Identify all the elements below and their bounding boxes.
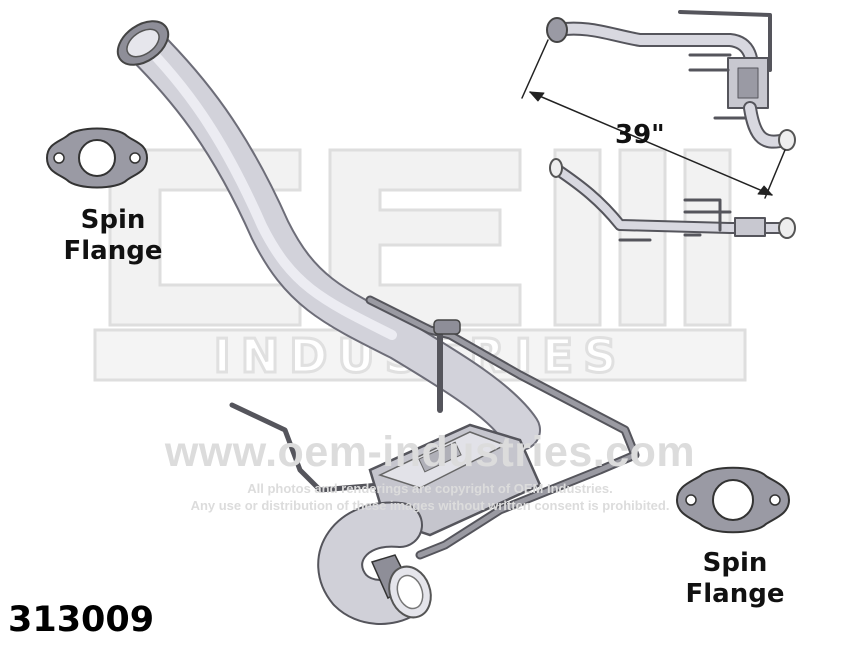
top-pipe-flange xyxy=(116,20,170,66)
spin-flange-label-bottom-line2: Flange xyxy=(685,579,785,609)
exhaust-pipe xyxy=(124,24,541,451)
inset-top-view-diagram xyxy=(521,10,796,242)
catalytic-converter xyxy=(368,423,542,537)
spin-flange-label-top: Spin Flange xyxy=(48,205,178,267)
svg-text:INDUSTRIES: INDUSTRIES xyxy=(214,329,627,383)
support-rods xyxy=(229,295,640,560)
spin-flange-label-bottom-line1: Spin xyxy=(702,548,768,578)
watermark-url: www.oem-industries.com xyxy=(164,428,696,476)
watermark-copyright-line2: Any use or distribution of these images … xyxy=(190,498,670,513)
spin-flange-top-icon xyxy=(45,127,149,189)
outlet-elbow xyxy=(317,501,432,625)
spin-flange-label-top-line1: Spin xyxy=(80,205,146,235)
spin-flange-label-bottom: Spin Flange xyxy=(670,548,800,610)
spin-flange-label-top-line2: Flange xyxy=(63,236,163,266)
dimension-label: 39" xyxy=(615,120,665,150)
spin-flange-bottom-icon xyxy=(675,466,791,534)
part-number: 313009 xyxy=(8,600,155,640)
watermark-copyright-line1: All photos and renderings are copyright … xyxy=(247,481,613,496)
oem-logo-industries-text: INDUSTRIES xyxy=(212,328,627,385)
